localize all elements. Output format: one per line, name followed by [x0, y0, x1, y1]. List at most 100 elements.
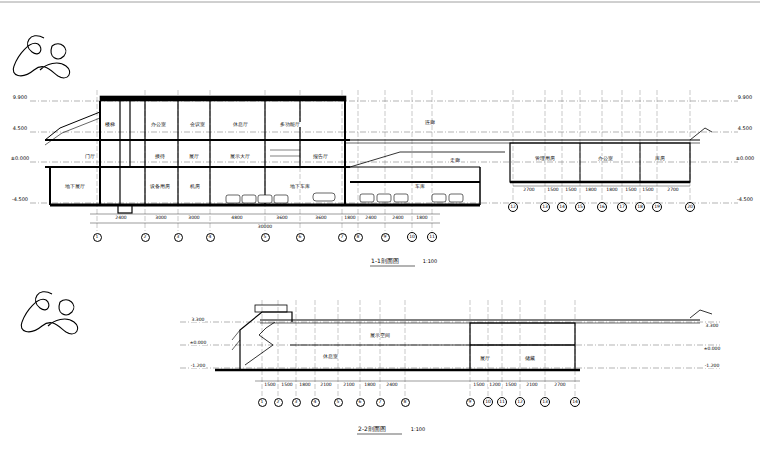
axis-bubble: 8	[354, 233, 363, 242]
axis-bubble: 1	[93, 233, 102, 242]
axis-bubble: 13	[540, 202, 550, 212]
axis-number: 4	[209, 235, 212, 240]
dimension-text: 1500	[472, 383, 485, 388]
dimension-text: 1800	[584, 188, 597, 193]
axis-bubble: 11	[497, 397, 507, 407]
elevation-mark: ±0.000	[10, 156, 31, 161]
elevation-mark: -1.200	[190, 364, 207, 369]
dimension-text: 1800	[298, 383, 311, 388]
room-name: 多功能厅	[279, 122, 301, 127]
room-name: 展示大厅	[229, 154, 251, 159]
axis-number: 15	[577, 205, 583, 210]
room-name: 办公室	[150, 122, 167, 127]
axis-bubble: 11	[427, 232, 437, 242]
room-name: 楼梯	[104, 122, 116, 127]
axis-bubble: 3	[292, 398, 301, 407]
axis-bubble: 6	[356, 398, 365, 407]
axis-bubble: 7	[338, 233, 347, 242]
axis-number: 11	[499, 400, 505, 405]
dimension-text: 3000	[187, 216, 200, 221]
dimension-text: 2700	[522, 188, 535, 193]
dimension-text: 1800	[415, 216, 428, 221]
axis-bubble: 12	[515, 397, 525, 407]
room-name: 休息室	[322, 354, 339, 359]
elevation-mark: ±0.000	[735, 156, 756, 161]
dimension-text: 1500	[504, 383, 517, 388]
drawing-caption: 1:100	[422, 259, 438, 264]
elevation-mark: 9.900	[737, 95, 753, 100]
room-name: 连廊	[424, 120, 436, 125]
dimension-text: 1500	[564, 188, 577, 193]
axis-bubble: 13	[540, 397, 550, 407]
axis-number: 13	[542, 205, 548, 210]
axis-number: 12	[510, 205, 516, 210]
elevation-mark: 3.300	[191, 318, 206, 323]
axis-number: 14	[559, 205, 565, 210]
axis-number: 1	[96, 235, 99, 240]
axis-bubble: 9	[466, 398, 475, 407]
room-name: 会议室	[189, 122, 206, 127]
axis-number: 19	[654, 205, 660, 210]
axis-bubble: 14	[557, 202, 567, 212]
room-name: 库房	[654, 156, 666, 161]
elevation-mark: 3.300	[705, 324, 720, 329]
axis-bubble: 6	[296, 233, 305, 242]
dimension-text: 4800	[230, 216, 243, 221]
elevation-mark: 4.500	[737, 126, 753, 131]
axis-number: 20	[687, 205, 693, 210]
axis-bubble: 2	[274, 398, 283, 407]
dimension-text: 1800	[605, 188, 618, 193]
axis-bubble: 15	[575, 202, 585, 212]
axis-number: 9	[469, 400, 472, 405]
axis-number: 2	[144, 235, 147, 240]
dimension-text: 2700	[553, 383, 566, 388]
caption-underline	[357, 266, 415, 434]
axis-bubble: 2	[141, 233, 150, 242]
dimension-text: 2400	[364, 216, 377, 221]
elevation-mark: ±0.000	[703, 347, 722, 352]
dimension-text: 2400	[114, 216, 127, 221]
dimension-text: 2100	[342, 383, 355, 388]
dimension-text: 1500	[546, 188, 559, 193]
axis-number: 3	[295, 400, 298, 405]
room-name: 展厅	[188, 154, 200, 159]
axis-number: 4	[314, 400, 317, 405]
axis-bubble: 4	[311, 398, 320, 407]
dimension-text: 3000	[154, 216, 167, 221]
room-name: 办公室	[597, 156, 614, 161]
axis-bubble: 3	[174, 233, 183, 242]
dimension-text: 1800	[363, 383, 376, 388]
room-name: 展示空间	[369, 333, 391, 338]
axis-bubble: 10	[483, 397, 493, 407]
dimension-text: 1500	[280, 383, 293, 388]
dimension-text: 3600	[314, 216, 327, 221]
elevation-mark: 9.900	[12, 95, 28, 100]
axis-bubble: 5	[261, 233, 270, 242]
drawing-caption: 2-2剖面图	[357, 426, 387, 432]
dimension-text: 2400	[385, 383, 398, 388]
axis-number: 6	[359, 400, 362, 405]
dimension-text: 1500	[641, 188, 654, 193]
room-name: 管理用房	[534, 156, 556, 161]
axis-number: 5	[264, 235, 267, 240]
axis-bubble: 5	[334, 398, 343, 407]
dimension-text: 1200	[488, 383, 501, 388]
axis-number: 6	[299, 235, 302, 240]
dimension-text: 3600	[275, 216, 288, 221]
axis-bubble: 7	[376, 398, 385, 407]
room-name: 休息厅	[232, 122, 249, 127]
axis-number: 17	[619, 205, 625, 210]
dimension-text: 2700	[666, 188, 679, 193]
dimension-text: 1500	[263, 383, 276, 388]
axis-number: 5	[337, 400, 340, 405]
axis-number: 9	[384, 235, 387, 240]
axis-number: 3	[177, 235, 180, 240]
axis-number: 7	[379, 400, 382, 405]
building-section	[180, 305, 720, 370]
drawing-caption: 1-1剖面图	[370, 258, 400, 264]
axis-bubble: 1	[258, 398, 267, 407]
axis-number: 1	[261, 400, 264, 405]
axis-bubble: 9	[381, 233, 390, 242]
room-name: 报告厅	[312, 154, 329, 159]
